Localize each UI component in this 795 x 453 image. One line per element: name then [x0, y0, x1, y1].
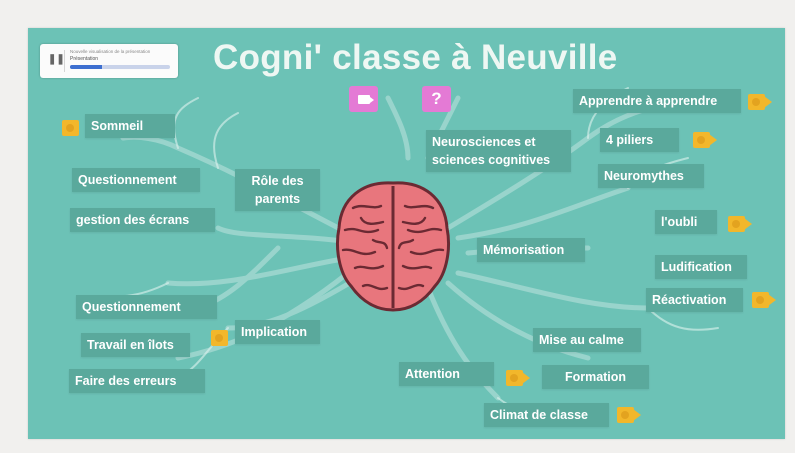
topic-mise-au-calme[interactable]: Mise au calme — [533, 328, 641, 352]
presentation-player[interactable]: ❚❚ Nouvelle visualisation de la présenta… — [40, 44, 178, 78]
topic-role-parents[interactable]: Rôle des parents — [235, 169, 320, 211]
topic-climat-de-classe[interactable]: Climat de classe — [484, 403, 609, 427]
canvas: Cogni' classe à Neuville ❚❚ Nouvelle vis… — [28, 28, 785, 439]
pause-icon[interactable]: ❚❚ — [48, 54, 65, 65]
video-camera-icon[interactable] — [693, 132, 717, 148]
page-title: Cogni' classe à Neuville — [213, 38, 618, 77]
progress-bar[interactable] — [70, 65, 170, 69]
topic-gestion-ecrans[interactable]: gestion des écrans — [70, 208, 215, 232]
help-icon[interactable]: ? — [422, 86, 451, 112]
topic-formation[interactable]: Formation — [542, 365, 649, 389]
topic-ludification[interactable]: Ludification — [655, 255, 747, 279]
topic-questionnement[interactable]: Questionnement — [72, 168, 200, 192]
video-camera-icon[interactable] — [617, 407, 641, 423]
progress-fill — [70, 65, 102, 69]
video-camera-icon[interactable] — [55, 120, 79, 136]
topic-sommeil[interactable]: Sommeil — [85, 114, 175, 138]
video-camera-icon[interactable] — [752, 292, 776, 308]
topic-oubli[interactable]: l'oubli — [655, 210, 717, 234]
topic-neurosciences[interactable]: Neurosciences et sciences cognitives — [426, 130, 571, 172]
video-camera-icon[interactable] — [506, 370, 530, 386]
divider — [64, 50, 65, 72]
topic-attention[interactable]: Attention — [399, 362, 494, 386]
video-camera-icon[interactable] — [748, 94, 772, 110]
topic-4-piliers[interactable]: 4 piliers — [600, 128, 679, 152]
topic-apprendre-a-apprendre[interactable]: Apprendre à apprendre — [573, 89, 741, 113]
video-camera-icon[interactable] — [728, 216, 752, 232]
topic-neuromythes[interactable]: Neuromythes — [598, 164, 704, 188]
brain-icon[interactable] — [333, 178, 453, 318]
topic-travail-ilots[interactable]: Travail en îlots — [81, 333, 190, 357]
topic-questionnement-2[interactable]: Questionnement — [76, 295, 217, 319]
player-subtitle: Présentation — [70, 56, 99, 62]
topic-implication[interactable]: Implication — [235, 320, 320, 344]
player-meta: Nouvelle visualisation de la présentatio… — [70, 49, 151, 54]
video-camera-icon[interactable] — [204, 330, 228, 346]
topic-reactivation[interactable]: Réactivation — [646, 288, 743, 312]
topic-faire-erreurs[interactable]: Faire des erreurs — [69, 369, 205, 393]
video-icon[interactable] — [349, 86, 378, 112]
topic-memorisation[interactable]: Mémorisation — [477, 238, 585, 262]
